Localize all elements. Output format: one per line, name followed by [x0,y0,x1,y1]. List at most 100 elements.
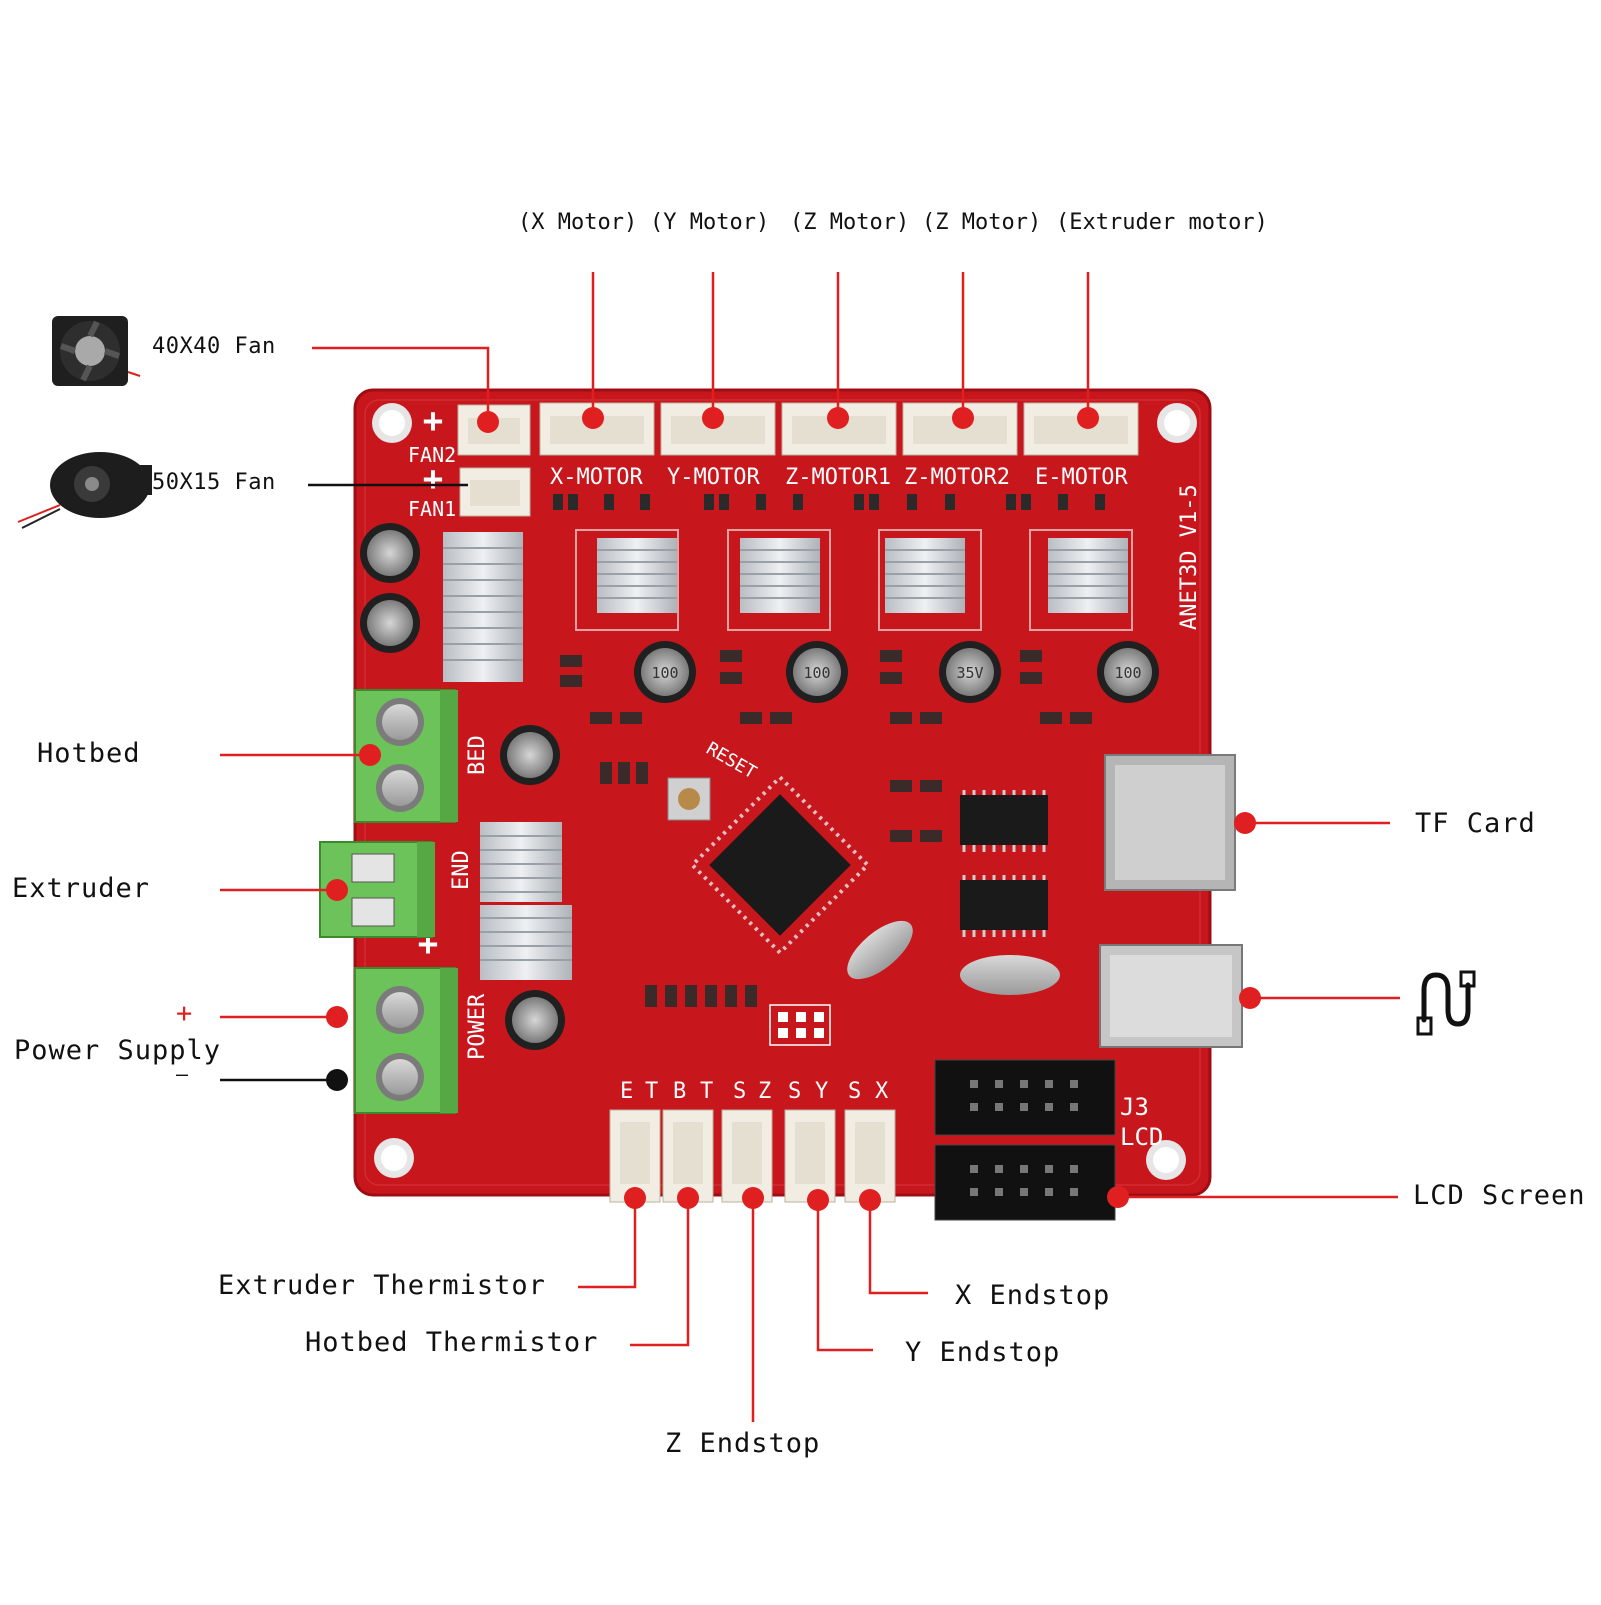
usb-icon [1416,970,1476,1036]
bottom-connectors [609,1109,896,1203]
leader-dot-minus [326,1069,348,1091]
pin-label: B [673,1079,686,1104]
fan40-label: 40X40 Fan [152,334,276,359]
power-terminal [354,967,458,1114]
capacitor [505,990,565,1050]
bottom-pin-labels: E T B T S Z S Y S X [620,1079,889,1104]
silk-x-motor: X-MOTOR [550,465,643,490]
smd-components [560,650,1092,1007]
cap-label: 100 [1114,664,1141,682]
silk-y-motor: Y-MOTOR [667,465,760,490]
cap-label: 100 [651,664,678,682]
capacitor [500,725,560,785]
y-endstop-connector [784,1109,836,1203]
extruder-label: Extruder [12,873,151,904]
z-endstop-connector [721,1109,773,1203]
pin-label: S [788,1079,801,1104]
power-supply-label: Power Supply [14,1035,222,1066]
fan1-connector [459,467,531,517]
cap-label: 35V [956,664,983,682]
power-plus-label: + [176,998,194,1029]
silk-power: POWER [465,993,490,1060]
z-endstop-label: Z Endstop [665,1428,821,1459]
fan-40x40-icon [52,316,141,386]
heatsink [740,538,820,613]
silk-lcd: LCD [1120,1123,1163,1151]
power-minus-label: — [176,1062,190,1086]
e-motor-connector [1023,402,1139,456]
leader-lines [220,272,1400,1422]
usb-port [1099,944,1243,1048]
lcd-screen-label: LCD Screen [1413,1180,1586,1211]
silk-fan1: FAN1 [408,497,456,521]
y-endstop-label: Y Endstop [905,1337,1061,1368]
leader-lines-black [220,483,468,1082]
hotbed-label: Hotbed [37,738,141,769]
tf-card-slot [1104,754,1236,891]
mounting-hole [1157,403,1197,443]
pin-label: Z [758,1079,771,1104]
power-capacitors [360,523,565,1050]
silk-z-motor1: Z-MOTOR1 [785,465,891,490]
blower-fan-icon [17,452,152,529]
capacitor [786,641,848,703]
z1-motor-label: (Z Motor) [790,210,910,235]
fan50-label: 50X15 Fan [152,470,276,495]
mounting-hole [374,1138,414,1178]
svg-text:+: + [423,401,443,441]
capacitor [360,523,420,583]
heatsink [1048,538,1128,613]
heatsink [480,822,562,902]
silk-z-motor2: Z-MOTOR2 [904,465,1010,490]
silk-j3: J3 [1120,1093,1149,1121]
mosfet-heatsinks [443,532,572,980]
smd-row [553,494,1105,510]
extruder-thermistor-label: Extruder Thermistor [218,1270,546,1301]
crystal [960,955,1060,995]
microcontroller [689,774,871,956]
heatsink [480,905,572,980]
pin-label: T [645,1079,658,1104]
silk-fan2: FAN2 [408,443,456,467]
reset-button [667,777,711,821]
pin-label: S [733,1079,746,1104]
pin-label: Y [815,1079,828,1104]
tf-card-label: TF Card [1415,808,1536,839]
hotbed-thermistor-label: Hotbed Thermistor [305,1327,599,1358]
silk-board-name: ANET3D V1-5 [1177,484,1202,630]
y-motor-label: (Y Motor) [650,210,770,235]
silk-e-motor: E-MOTOR [1035,465,1128,490]
heatsink [597,538,677,613]
stepper-drivers [575,529,1133,631]
capacitor [634,641,696,703]
svg-text:+: + [423,459,443,499]
lcd-header [934,1059,1116,1221]
heatsink [443,532,523,682]
e-motor-label: (Extruder motor) [1056,210,1268,235]
pin-label: E [620,1079,633,1104]
pin-label: T [700,1079,713,1104]
driver-capacitors: 100 100 35V 100 [634,641,1159,703]
silk-bed: BED [465,735,490,775]
z2-motor-label: (Z Motor) [922,210,1042,235]
x-endstop-connector [844,1109,896,1203]
silk-end: END [449,850,474,890]
x-endstop-label: X Endstop [955,1280,1111,1311]
pin-label: S [848,1079,861,1104]
ic-chips [960,790,1048,937]
capacitor [939,641,1001,703]
hotbed-thermistor-connector [662,1109,714,1203]
header-pins [769,1004,831,1046]
cap-label: 100 [803,664,830,682]
x-motor-label: (X Motor) [518,210,638,235]
mounting-hole [372,403,412,443]
heatsink [885,538,965,613]
pin-label: X [875,1079,889,1104]
capacitor [1097,641,1159,703]
mounting-hole [1146,1140,1186,1180]
capacitor [360,593,420,653]
leader-dots [326,407,1261,1211]
crystal [847,920,913,980]
